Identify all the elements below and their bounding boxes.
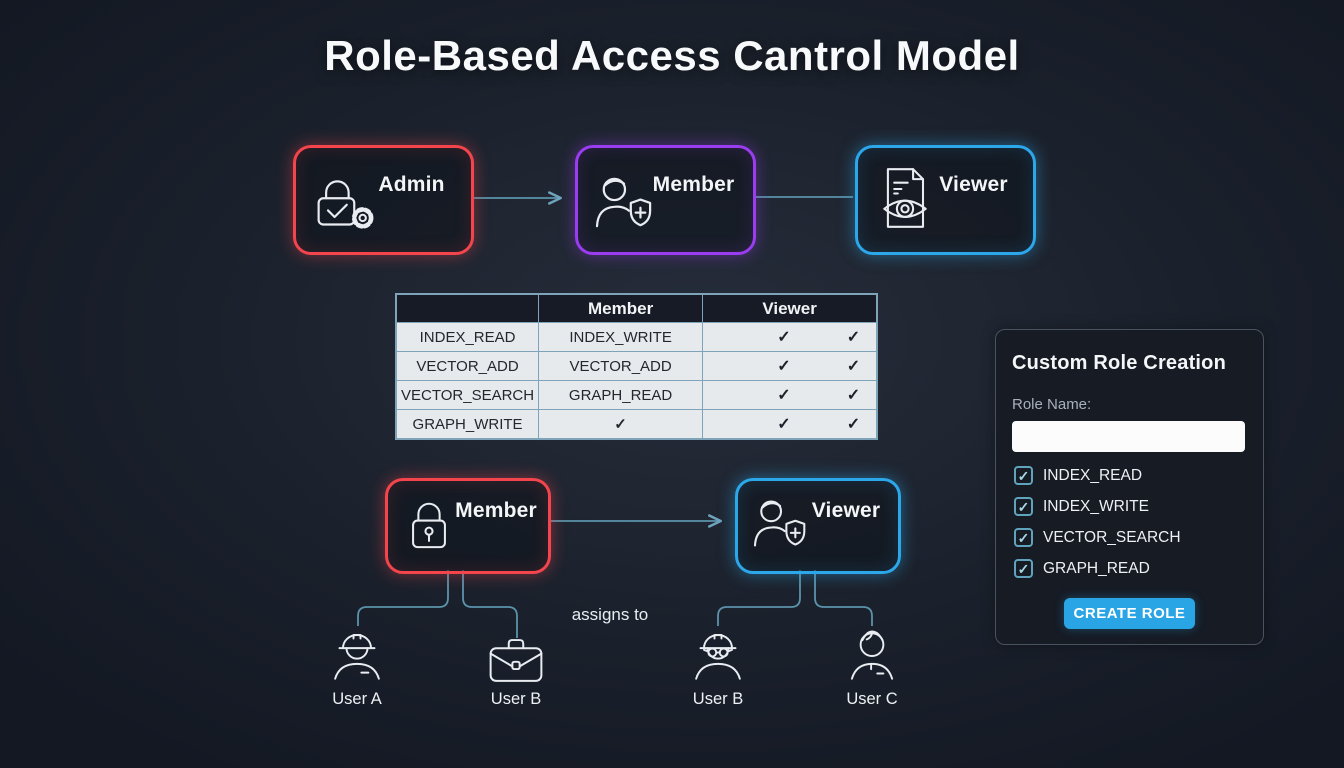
role-name-label: Role Name: xyxy=(1012,396,1092,413)
user-label: User C xyxy=(846,690,898,708)
custom-role-panel: Custom Role Creation Role Name: ✓ INDEX_… xyxy=(995,329,1264,645)
table-header-row: Member Viewer xyxy=(395,293,878,323)
user-label: User B xyxy=(490,690,542,708)
assignment-box-member: Member xyxy=(385,478,551,574)
checkbox-checked-icon[interactable]: ✓ xyxy=(1014,466,1033,485)
check-icon: ✓ xyxy=(846,329,861,346)
perm-cell: INDEX_WRITE xyxy=(538,322,704,352)
checkbox-checked-icon[interactable]: ✓ xyxy=(1014,528,1033,547)
panel-title: Custom Role Creation xyxy=(1012,352,1227,374)
perm-cell: GRAPH_WRITE xyxy=(395,409,540,440)
assigns-to-label: assigns to xyxy=(571,605,649,624)
branch-viewer-to-user-b xyxy=(717,570,801,626)
header-cell-viewer: Viewer xyxy=(702,293,878,323)
assignment-role-label-member: Member xyxy=(455,499,537,522)
perm-cell: VECTOR_ADD xyxy=(395,351,540,381)
permission-option-index-write[interactable]: ✓ INDEX_WRITE xyxy=(1014,497,1263,516)
user-label: User B xyxy=(692,690,744,708)
viewer-checks-cell: ✓ ✓ xyxy=(702,351,878,381)
checkbox-label: INDEX_WRITE xyxy=(1043,497,1149,515)
user-b-briefcase: User B xyxy=(471,624,561,709)
user-shield-icon xyxy=(752,497,810,549)
role-label-admin: Admin xyxy=(378,173,445,196)
lock-icon xyxy=(406,497,452,553)
checkbox-label: GRAPH_READ xyxy=(1043,559,1150,577)
check-icon: ✓ xyxy=(846,416,861,433)
member-check-cell: ✓ xyxy=(538,409,704,440)
header-cell-member: Member xyxy=(538,293,704,323)
header-cell-empty xyxy=(395,293,540,323)
checkbox-checked-icon[interactable]: ✓ xyxy=(1014,497,1033,516)
worker-icon xyxy=(312,624,402,684)
permission-table: Member Viewer INDEX_READ INDEX_WRITE ✓ ✓… xyxy=(395,293,879,440)
user-a: User A xyxy=(312,624,402,709)
branch-member-to-user-a xyxy=(357,570,449,626)
check-icon: ✓ xyxy=(846,358,861,375)
check-icon: ✓ xyxy=(846,387,861,404)
checkbox-checked-icon[interactable]: ✓ xyxy=(1014,559,1033,578)
role-box-admin: Admin xyxy=(293,145,474,255)
viewer-checks-cell: ✓ ✓ xyxy=(702,409,878,440)
check-icon: ✓ xyxy=(777,358,791,375)
perm-cell: VECTOR_SEARCH xyxy=(395,380,540,410)
assignment-role-label-viewer: Viewer xyxy=(811,499,881,522)
perm-cell: INDEX_READ xyxy=(395,322,540,352)
table-row: INDEX_READ INDEX_WRITE ✓ ✓ xyxy=(395,322,878,352)
permission-option-vector-search[interactable]: ✓ VECTOR_SEARCH xyxy=(1014,528,1263,547)
user-shield-icon xyxy=(594,174,656,230)
table-row: VECTOR_ADD VECTOR_ADD ✓ ✓ xyxy=(395,351,878,381)
role-name-input[interactable] xyxy=(1012,421,1245,452)
worker-goggles-icon xyxy=(673,624,763,684)
check-icon: ✓ xyxy=(777,416,791,433)
viewer-checks-cell: ✓ ✓ xyxy=(702,322,878,352)
table-row: VECTOR_SEARCH GRAPH_READ ✓ ✓ xyxy=(395,380,878,410)
user-c: User C xyxy=(827,624,917,709)
document-eye-icon xyxy=(878,165,932,231)
check-icon: ✓ xyxy=(777,387,791,404)
lock-check-gear-icon xyxy=(310,172,376,232)
user-label: User A xyxy=(332,690,382,708)
assignment-box-viewer: Viewer xyxy=(735,478,901,574)
person-icon xyxy=(827,624,917,684)
permission-option-graph-read[interactable]: ✓ GRAPH_READ xyxy=(1014,559,1263,578)
briefcase-icon xyxy=(471,624,561,684)
perm-cell: VECTOR_ADD xyxy=(538,351,704,381)
checkbox-label: VECTOR_SEARCH xyxy=(1043,528,1181,546)
branch-viewer-to-user-c xyxy=(814,570,873,626)
checkbox-label: INDEX_READ xyxy=(1043,466,1143,484)
page-title: Role-Based Access Cantrol Model xyxy=(324,32,1020,79)
check-icon: ✓ xyxy=(777,329,791,346)
create-role-button[interactable]: CREATE ROLE xyxy=(1064,598,1195,629)
role-label-viewer: Viewer xyxy=(939,173,1008,196)
role-box-member: Member xyxy=(575,145,756,255)
role-label-member: Member xyxy=(652,173,735,196)
perm-cell: GRAPH_READ xyxy=(538,380,704,410)
role-box-viewer: Viewer xyxy=(855,145,1036,255)
table-row: GRAPH_WRITE ✓ ✓ ✓ xyxy=(395,409,878,440)
user-b-worker: User B xyxy=(673,624,763,709)
permission-option-index-read[interactable]: ✓ INDEX_READ xyxy=(1014,466,1263,485)
viewer-checks-cell: ✓ ✓ xyxy=(702,380,878,410)
